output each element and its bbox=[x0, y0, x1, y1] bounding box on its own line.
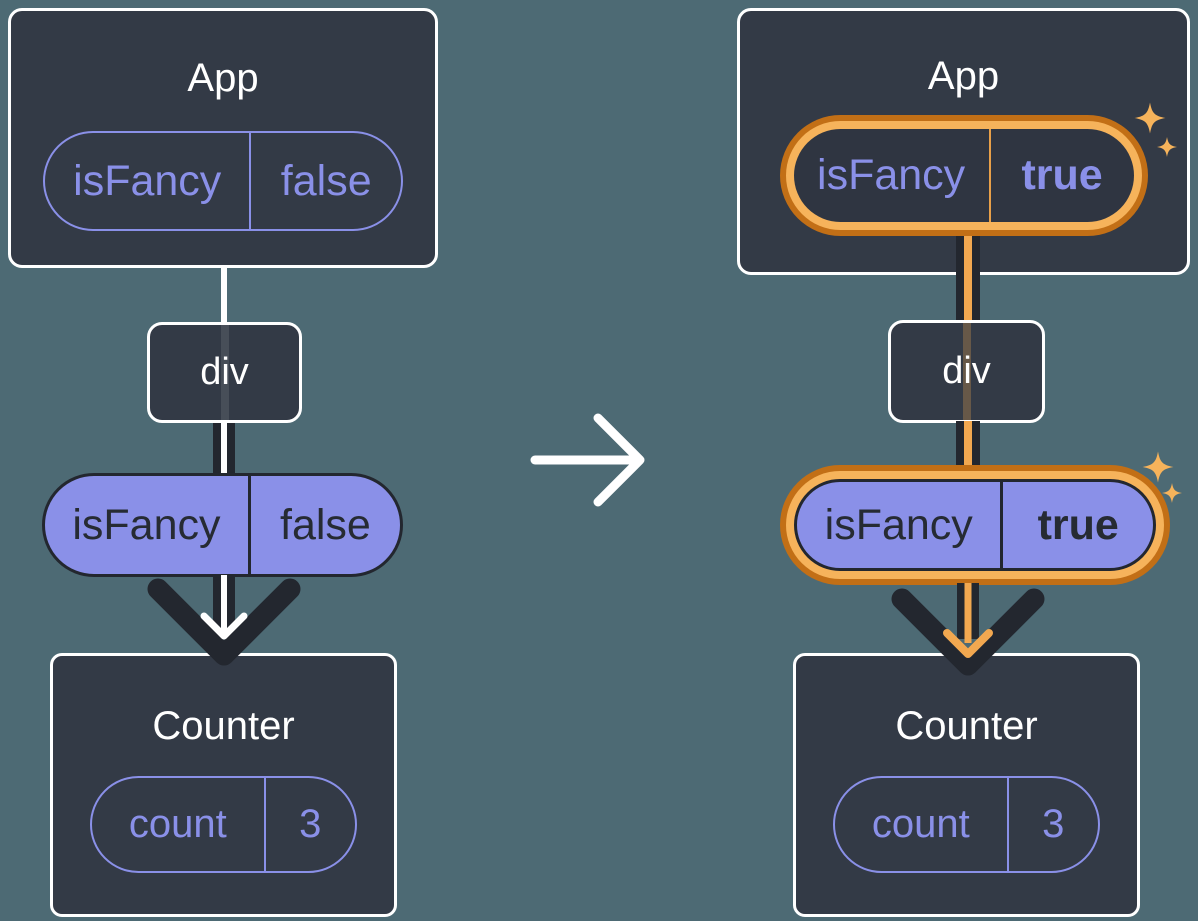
app-component-card-after: App isFancy true bbox=[737, 8, 1190, 275]
prop-pill-before: isFancy false bbox=[42, 473, 403, 577]
prop-pill-after: isFancy true bbox=[794, 479, 1156, 571]
state-name: count bbox=[835, 778, 1009, 871]
sparkle-icon bbox=[1134, 102, 1166, 134]
sparkle-icon bbox=[1157, 137, 1177, 157]
counter-component-card-after: Counter count 3 bbox=[793, 653, 1140, 917]
state-value: 3 bbox=[299, 802, 322, 846]
component-title: App bbox=[187, 56, 259, 100]
highlight-ring-inner: isFancy true bbox=[786, 471, 1164, 579]
div-node-card-after: div bbox=[888, 320, 1045, 423]
state-value: true bbox=[1021, 151, 1103, 199]
component-title: App bbox=[927, 54, 1000, 98]
component-title: Counter bbox=[895, 704, 1038, 748]
state-name: isFancy bbox=[794, 129, 991, 222]
state-name: isFancy bbox=[45, 133, 252, 229]
prop-value: true bbox=[1037, 500, 1119, 549]
state-pill: count 3 bbox=[833, 776, 1100, 873]
prop-flow-app-to-div bbox=[956, 236, 980, 320]
prop-flow-stripe bbox=[962, 323, 971, 420]
state-pill: isFancy false bbox=[43, 131, 403, 231]
state-value: 3 bbox=[1042, 802, 1065, 846]
state-pill: isFancy true bbox=[793, 129, 1134, 222]
app-component-card-before: App isFancy false bbox=[8, 8, 438, 268]
prop-flow-div-to-pill bbox=[213, 423, 235, 475]
div-node-card-before: div bbox=[147, 322, 302, 423]
highlight-ring: isFancy true bbox=[780, 465, 1170, 585]
prop-name: isFancy bbox=[45, 476, 251, 574]
prop-value: false bbox=[280, 500, 371, 549]
sparkle-icon bbox=[1162, 483, 1182, 503]
sparkle-icon bbox=[1142, 451, 1174, 483]
edge-app-to-div bbox=[221, 266, 227, 324]
counter-component-card-before: Counter count 3 bbox=[50, 653, 397, 917]
div-label: div bbox=[942, 350, 991, 392]
prop-name: isFancy bbox=[797, 482, 1004, 568]
div-label: div bbox=[200, 351, 249, 393]
arrow-down-icon bbox=[891, 583, 1045, 676]
state-value: false bbox=[280, 156, 372, 205]
state-name: count bbox=[92, 778, 266, 871]
highlight-ring-inner: isFancy true bbox=[785, 121, 1142, 230]
prop-flow-stripe bbox=[220, 325, 229, 420]
highlight-ring: isFancy true bbox=[779, 115, 1148, 236]
arrow-down-icon bbox=[147, 575, 301, 666]
arrow-right-icon bbox=[530, 413, 645, 507]
state-pill: count 3 bbox=[90, 776, 357, 873]
component-title: Counter bbox=[152, 704, 295, 748]
prop-flow-div-to-pill bbox=[956, 421, 980, 471]
